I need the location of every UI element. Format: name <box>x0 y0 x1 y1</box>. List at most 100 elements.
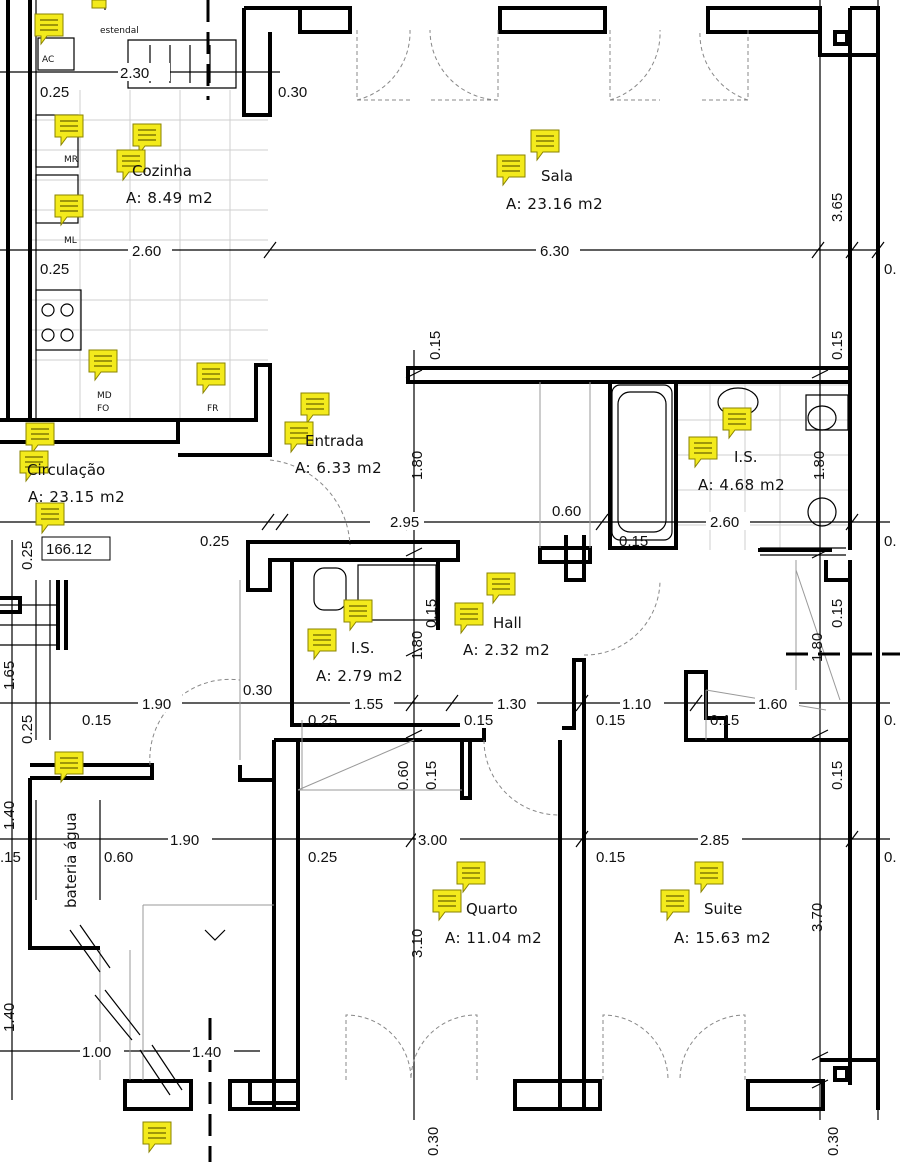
room-area-suite: A: 15.63 m2 <box>674 929 771 947</box>
room-name-quarto: Quarto <box>466 900 518 918</box>
comment-note-icon[interactable] <box>496 154 526 187</box>
secondary-lines <box>99 382 841 1080</box>
room-area-is-master: A: 4.68 m2 <box>698 476 785 494</box>
dim-label: 2.60 <box>710 514 739 531</box>
dim-label: 0.60 <box>104 849 133 866</box>
dim-label: 0.15 <box>423 599 440 628</box>
dim-label: 0.25 <box>40 84 69 101</box>
comment-note-icon[interactable] <box>688 436 718 469</box>
dim-label: 0.30 <box>825 1127 842 1156</box>
dim-label: 0.15 <box>829 331 846 360</box>
comment-note-icon[interactable] <box>196 362 226 395</box>
comment-note-icon[interactable] <box>116 149 146 182</box>
dim-label: 2.30 <box>120 65 149 82</box>
dim-label: 0.15 <box>427 331 444 360</box>
walls <box>0 0 880 1111</box>
comment-note-icon[interactable] <box>142 1121 172 1154</box>
dim-label: 0.30 <box>243 682 272 699</box>
vertical-dimension-labels: 3.65 0.15 0.15 1.80 1.80 0.25 0.15 1.80 … <box>1 193 846 1156</box>
comment-note-icon[interactable] <box>456 861 486 894</box>
fr-label: FR <box>207 404 218 414</box>
dim-label: 0.25 <box>200 533 229 550</box>
fixture-labels: estendal AC MR ML MD FO FR bateria água … <box>41 26 218 908</box>
comment-note-icon[interactable] <box>694 861 724 894</box>
room-name-circulacao: Circulação <box>27 461 105 479</box>
room-labels: Cozinha A: 8.49 m2 Sala A: 23.16 m2 Entr… <box>27 162 785 947</box>
dim-label: 0.15 <box>423 761 440 790</box>
room-name-sala: Sala <box>541 167 573 185</box>
dim-label: 0.15 <box>619 533 648 550</box>
comment-note-icon[interactable] <box>88 349 118 382</box>
section-lines <box>206 0 900 1162</box>
dim-label: 0. <box>884 849 897 866</box>
elevation-box <box>41 536 111 561</box>
comment-note-icon[interactable] <box>432 889 462 922</box>
dim-label: 0.30 <box>425 1127 442 1156</box>
dim-label: 1.40 <box>192 1044 221 1061</box>
comment-note-icon[interactable] <box>54 114 84 147</box>
comment-note-icon[interactable] <box>486 572 516 605</box>
comment-note-icon[interactable] <box>343 599 373 632</box>
dim-label: 0.15 <box>829 599 846 628</box>
room-name-cozinha: Cozinha <box>132 162 192 180</box>
room-area-cozinha: A: 8.49 m2 <box>126 189 213 207</box>
comment-note-icon[interactable] <box>34 13 64 46</box>
dim-label: 0.15 <box>596 849 625 866</box>
ml-label: ML <box>64 236 77 246</box>
dimension-labels: 2.30 0.25 0.30 2.60 6.30 0.25 2.95 0.60 … <box>0 63 897 1061</box>
comment-note-icon[interactable] <box>35 502 65 535</box>
dim-label: 3.65 <box>829 193 846 222</box>
comment-note-icon[interactable] <box>19 450 49 483</box>
comment-note-icon[interactable] <box>284 421 314 454</box>
dim-label: 1.30 <box>497 696 526 713</box>
dim-label: 0.25 <box>308 712 337 729</box>
dim-label: 0. <box>884 712 897 729</box>
comment-note-icon[interactable] <box>25 422 55 455</box>
room-name-hall: Hall <box>493 614 522 632</box>
comment-note-icon[interactable] <box>660 889 690 922</box>
dim-label: 3.10 <box>409 929 426 958</box>
comment-note-icon[interactable] <box>454 602 484 635</box>
fo-label: FO <box>97 404 109 414</box>
dim-label: 3.70 <box>809 903 826 932</box>
dim-label: 1.90 <box>142 696 171 713</box>
md-label: MD <box>97 391 112 401</box>
room-area-circulacao: A: 23.15 m2 <box>28 488 125 506</box>
comment-note-icon[interactable] <box>54 194 84 227</box>
dim-label: 2.60 <box>132 243 161 260</box>
dim-label: 0.15 <box>710 712 739 729</box>
dim-label: 1.80 <box>809 633 826 662</box>
dim-label: 6.30 <box>540 243 569 260</box>
dim-label: 1.40 <box>1 1003 18 1032</box>
bateria-agua-label: bateria água <box>62 812 80 908</box>
dim-label: 0.15 <box>596 712 625 729</box>
ac-label: AC <box>42 55 54 65</box>
dim-label: .15 <box>0 849 21 866</box>
dim-label: 0.15 <box>82 712 111 729</box>
dim-label: 0.25 <box>19 541 36 570</box>
dim-label: 1.80 <box>409 451 426 480</box>
room-area-entrada: A: 6.33 m2 <box>295 459 382 477</box>
dim-label: 3.00 <box>418 832 447 849</box>
comment-note-icon[interactable] <box>91 0 107 9</box>
comment-note-icon[interactable] <box>530 129 560 162</box>
room-area-hall: A: 2.32 m2 <box>463 641 550 659</box>
dim-label: 0.30 <box>278 84 307 101</box>
room-area-sala: A: 23.16 m2 <box>506 195 603 213</box>
mr-label: MR <box>64 155 78 165</box>
comment-note-icon[interactable] <box>54 751 84 784</box>
dim-label: 1.90 <box>170 832 199 849</box>
room-name-suite: Suite <box>704 900 742 918</box>
comment-note-icon[interactable] <box>300 392 330 425</box>
comment-note-icon[interactable] <box>722 407 752 440</box>
dim-label: 1.65 <box>1 661 18 690</box>
dim-label: 0.25 <box>308 849 337 866</box>
dim-label: 0.25 <box>19 715 36 744</box>
comment-note-icon[interactable] <box>307 628 337 661</box>
dim-label: 1.80 <box>409 631 426 660</box>
dim-label: 0. <box>884 261 897 278</box>
comment-notes <box>19 0 752 1154</box>
dim-label: 0.15 <box>829 761 846 790</box>
dim-label: 1.55 <box>354 696 383 713</box>
room-name-is-small: I.S. <box>351 639 374 657</box>
